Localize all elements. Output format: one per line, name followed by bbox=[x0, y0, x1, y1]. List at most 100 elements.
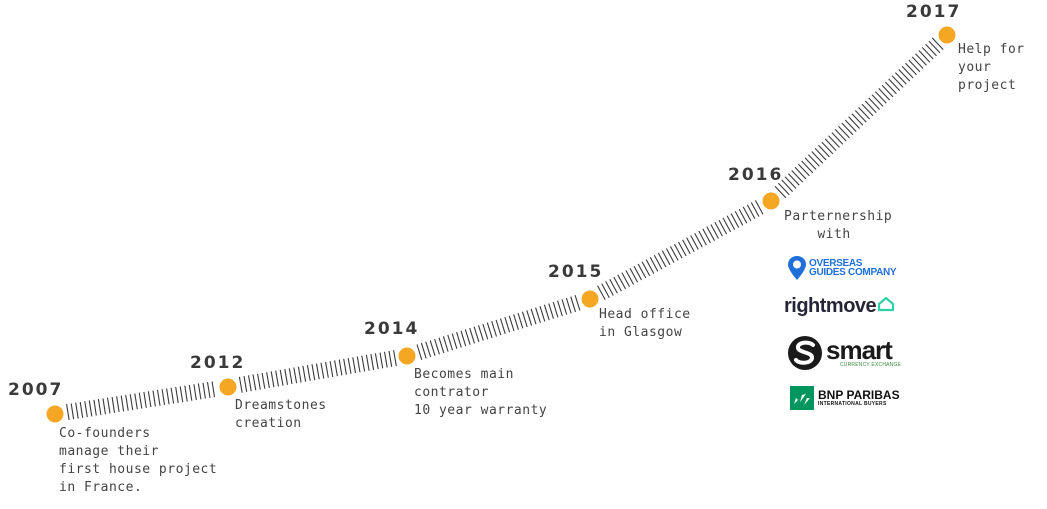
timeline-tick bbox=[184, 385, 188, 402]
timeline-tick bbox=[416, 344, 423, 360]
timeline-tick bbox=[460, 330, 467, 347]
timeline-tick bbox=[661, 250, 671, 266]
timeline-tick bbox=[361, 355, 366, 372]
timeline-tick bbox=[513, 314, 519, 330]
timeline-tick bbox=[928, 40, 941, 54]
milestone-dot-2012 bbox=[219, 378, 237, 396]
timeline-tick bbox=[257, 373, 261, 390]
timeline-tick bbox=[464, 329, 471, 345]
timeline-tick bbox=[383, 351, 388, 368]
timeline-tick bbox=[888, 78, 901, 91]
timeline-tick bbox=[442, 336, 449, 352]
timeline-tick bbox=[293, 367, 298, 384]
timeline-tick bbox=[901, 65, 914, 79]
milestone-desc-2007: Co-founders manage their first house pro… bbox=[59, 426, 218, 495]
rightmove-name: rightmove bbox=[784, 295, 877, 317]
timeline-tick bbox=[690, 235, 699, 250]
milestone-desc-2016: Parternership with bbox=[784, 209, 893, 242]
timeline-tick bbox=[552, 301, 559, 318]
timeline-tick bbox=[722, 217, 732, 233]
timeline-tick bbox=[188, 384, 193, 401]
timeline-tick bbox=[908, 59, 921, 73]
timeline-tick bbox=[633, 265, 643, 281]
timeline-tick bbox=[170, 387, 175, 404]
timeline-ticks bbox=[66, 37, 944, 420]
timeline-tick bbox=[365, 354, 370, 371]
timeline-tick bbox=[370, 354, 375, 370]
timeline-tick bbox=[911, 56, 924, 69]
timeline-tick bbox=[894, 72, 907, 85]
timeline-tick bbox=[674, 243, 683, 259]
timeline-tick bbox=[694, 232, 703, 248]
overseas-line1: OVERSEAS bbox=[809, 258, 863, 269]
timeline-tick bbox=[420, 342, 427, 359]
milestone-dot-2007 bbox=[46, 405, 64, 423]
smart-name: smart bbox=[826, 335, 893, 365]
timeline-tick bbox=[279, 369, 284, 386]
timeline-tick bbox=[202, 382, 206, 399]
timeline-tick bbox=[811, 151, 824, 164]
timeline-tick bbox=[134, 393, 138, 410]
timeline-tick bbox=[794, 166, 807, 180]
timeline-tick bbox=[637, 263, 647, 279]
timeline-tick bbox=[288, 368, 293, 385]
timeline-tick bbox=[320, 362, 325, 379]
timeline-tick bbox=[885, 81, 897, 95]
timeline-tick bbox=[621, 272, 630, 287]
timeline-tick bbox=[834, 129, 847, 142]
timeline-tick bbox=[347, 358, 352, 374]
timeline-tick bbox=[605, 281, 614, 296]
timeline-tick bbox=[70, 403, 75, 420]
timeline-tick bbox=[653, 254, 663, 270]
timeline-tick bbox=[491, 321, 498, 337]
timeline-tick bbox=[750, 202, 760, 217]
timeline-tick bbox=[495, 319, 502, 336]
timeline-tick bbox=[311, 364, 316, 381]
milestone-year-2007: 2007 bbox=[8, 380, 64, 400]
timeline-tick bbox=[921, 47, 934, 60]
timeline-tick bbox=[625, 270, 635, 285]
timeline-tick bbox=[702, 228, 711, 244]
timeline-tick bbox=[352, 357, 357, 374]
timeline-tick bbox=[334, 360, 338, 377]
timeline-tick bbox=[270, 371, 275, 388]
timeline-tick bbox=[147, 391, 152, 408]
timeline-tick bbox=[821, 141, 834, 155]
bnp-paribas-logo: BNP PARIBAS INTERNATIONAL BUYERS bbox=[790, 386, 900, 410]
timeline-tick bbox=[649, 257, 659, 272]
milestone-desc-2017: Help for your project bbox=[958, 42, 1025, 93]
timeline-tick bbox=[784, 176, 797, 189]
timeline-tick bbox=[678, 241, 687, 257]
timeline-tick bbox=[116, 396, 120, 413]
timeline-tick bbox=[915, 53, 927, 66]
timeline-tick bbox=[111, 396, 116, 413]
milestone-year-2014: 2014 bbox=[364, 319, 420, 339]
timeline-tick bbox=[641, 261, 651, 277]
timeline-tick bbox=[754, 200, 764, 215]
timeline-tick bbox=[179, 386, 184, 403]
timeline-tick bbox=[858, 107, 870, 120]
timeline-tick bbox=[706, 226, 715, 241]
timeline-tick bbox=[161, 389, 166, 406]
timeline-tick bbox=[66, 404, 70, 420]
s-circle-icon bbox=[788, 336, 822, 370]
timeline-tick bbox=[393, 350, 397, 367]
timeline-tick bbox=[601, 283, 610, 298]
timeline-tick bbox=[925, 43, 937, 57]
timeline-tick bbox=[482, 323, 489, 340]
timeline-tick bbox=[874, 91, 887, 104]
timeline-tick bbox=[574, 295, 581, 311]
rightmove-logo: rightmove bbox=[784, 295, 895, 318]
timeline-tick bbox=[801, 160, 814, 174]
timeline-tick bbox=[854, 110, 867, 123]
timeline-tick bbox=[844, 119, 857, 132]
timeline-tick bbox=[530, 308, 537, 325]
timeline-tick bbox=[84, 401, 88, 418]
timeline-tick bbox=[905, 62, 917, 76]
timeline-tick bbox=[504, 316, 511, 333]
timeline-tick bbox=[613, 276, 622, 292]
timeline-tick bbox=[726, 215, 736, 231]
timeline-tick bbox=[824, 138, 837, 151]
timeline-tick bbox=[456, 332, 462, 348]
timeline-tick bbox=[871, 94, 884, 107]
